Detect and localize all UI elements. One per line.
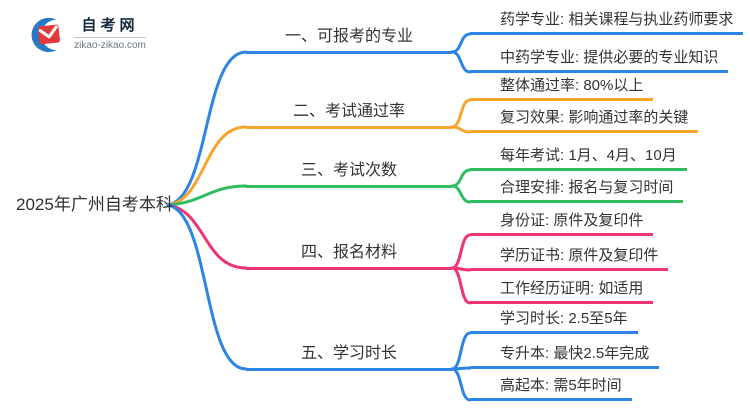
- child-node-5-3[interactable]: 高起本: 需5年时间: [470, 375, 632, 401]
- logo-domain: zikao-zikao.com: [74, 39, 146, 51]
- logo-title: 自考网: [81, 16, 139, 34]
- child-node-2-1[interactable]: 整体通过率: 80%以上: [470, 75, 654, 101]
- child-node-1-1[interactable]: 药学专业: 相关课程与执业药师要求: [470, 9, 744, 35]
- child-node-4-2[interactable]: 学历证书: 原件及复印件: [470, 245, 669, 271]
- child-node-5-2[interactable]: 专升本: 最快2.5年完成: [470, 343, 660, 369]
- branch-node-3[interactable]: 三、考试次数: [246, 160, 452, 188]
- logo-text: 自考网 zikao-zikao.com: [74, 17, 146, 52]
- child-node-5-1[interactable]: 学习时长: 2.5至5年: [470, 308, 638, 334]
- child-node-2-2[interactable]: 复习效果: 影响通过率的关键: [470, 107, 699, 133]
- site-logo[interactable]: 自考网 zikao-zikao.com: [28, 14, 146, 54]
- branch-node-2[interactable]: 二、考试通过率: [246, 101, 452, 129]
- child-node-1-2[interactable]: 中药学专业: 提供必要的专业知识: [470, 47, 729, 73]
- child-node-4-3[interactable]: 工作经历证明: 如适用: [470, 278, 654, 304]
- child-node-3-2[interactable]: 合理安排: 报名与复习时间: [470, 177, 684, 203]
- root-node[interactable]: 2025年广州自考本科: [16, 195, 173, 214]
- branch-node-5[interactable]: 五、学习时长: [246, 343, 452, 371]
- logo-divider: [74, 36, 146, 38]
- branch-node-4[interactable]: 四、报名材料: [246, 242, 452, 270]
- branch-node-1[interactable]: 一、可报考的专业: [246, 26, 452, 54]
- child-node-4-1[interactable]: 身份证: 原件及复印件: [470, 210, 654, 236]
- child-node-3-1[interactable]: 每年考试: 1月、4月、10月: [470, 145, 687, 171]
- graduation-cap-crescent-icon: [31, 17, 60, 53]
